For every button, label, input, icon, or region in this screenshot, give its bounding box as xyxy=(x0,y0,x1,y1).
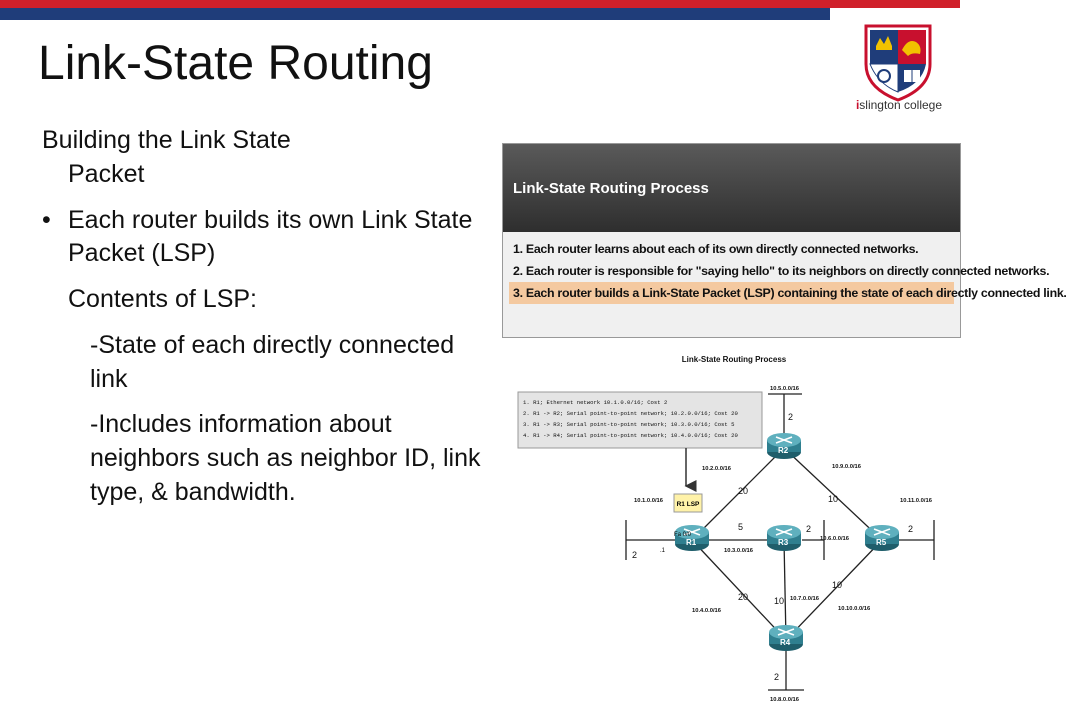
network-label: 10.8.0.0/16 xyxy=(770,697,800,703)
network-label: 10.7.0.0/16 xyxy=(790,596,820,602)
lsp-line: 4. R1 -> R4; Serial point-to-point netwo… xyxy=(523,432,738,439)
cost-label: 2 xyxy=(908,524,913,534)
lsp-box xyxy=(517,391,763,449)
contents-label: Contents of LSP: xyxy=(68,285,258,313)
svg-text:R4: R4 xyxy=(780,638,791,647)
slide-title: Link-State Routing xyxy=(38,37,433,90)
router-icon xyxy=(777,628,795,636)
top-banner xyxy=(0,0,960,22)
process-step: 2. Each router is responsible for "sayin… xyxy=(513,264,1050,278)
lsp-line: 3. R1 -> R3; Serial point-to-point netwo… xyxy=(523,421,734,428)
sub-item-neighbors: -Includes information about neighbors su… xyxy=(90,410,481,506)
crest-icon xyxy=(864,24,932,102)
lsp-tag: R1 LSP xyxy=(677,501,700,508)
svg-text:R3: R3 xyxy=(778,538,789,547)
router-icon xyxy=(775,528,793,536)
network-label: 10.4.0.0/16 xyxy=(692,608,722,614)
cost-label: 20 xyxy=(738,486,748,496)
process-step-highlighted: 3. Each router builds a Link-State Packe… xyxy=(509,282,1067,304)
cost-label: 2 xyxy=(774,672,779,682)
cost-label: 2 xyxy=(806,524,811,534)
cost-label: 2 xyxy=(632,550,637,560)
router-icon xyxy=(683,528,701,536)
svg-text:R1: R1 xyxy=(686,538,697,547)
lsp-line: 1. R1; Ethernet network 10.1.0.0/16; Cos… xyxy=(523,399,667,406)
network-label: 10.5.0.0/16 xyxy=(770,386,800,392)
lsp-line: 2. R1 -> R2; Serial point-to-point netwo… xyxy=(523,410,738,417)
slide-body: Building the Link State Packet • Each ro… xyxy=(42,124,482,522)
network-label: 10.9.0.0/16 xyxy=(832,464,862,470)
process-steps: 1. Each router learns about each of its … xyxy=(503,232,1067,304)
bullet-item: • Each router builds its own Link State … xyxy=(42,205,473,268)
cost-label: 10 xyxy=(828,494,838,504)
process-step: 1. Each router learns about each of its … xyxy=(513,242,919,256)
router-r5: R5 xyxy=(865,525,899,551)
college-logo: islington college xyxy=(838,24,958,124)
svg-text:R5: R5 xyxy=(876,538,887,547)
section-heading: Building the Link State Packet xyxy=(42,126,291,188)
router-r4: R4 xyxy=(769,625,803,651)
router-icon xyxy=(873,528,891,536)
sub-item-link-state: -State of each directly connected link xyxy=(90,330,455,393)
lsp-tag-box xyxy=(673,493,703,513)
cost-label: 2 xyxy=(788,412,793,422)
cost-label: 5 xyxy=(738,522,743,532)
process-box-title: Link-State Routing Process xyxy=(503,144,960,232)
router-r1: R1 xyxy=(675,525,709,551)
network-label: 10.11.0.0/16 xyxy=(900,498,933,504)
svg-text:R2: R2 xyxy=(778,446,789,455)
top-red-stripe xyxy=(0,0,960,8)
logo-wordmark: islington college xyxy=(855,98,943,112)
diagram-title: Link-State Routing Process xyxy=(682,355,787,364)
network-label: 10.1.0.0/16 xyxy=(634,498,664,504)
router-r2: R2 xyxy=(767,433,801,459)
top-blue-stripe xyxy=(0,8,830,20)
network-diagram: Link-State Routing Process 1. R1; Ethern… xyxy=(517,355,935,703)
cost-label: 20 xyxy=(738,592,748,602)
cost-label: 10 xyxy=(832,580,842,590)
bullet-dot-icon: • xyxy=(42,205,51,234)
cost-label: 10 xyxy=(774,596,784,606)
interface-address: .1 xyxy=(660,548,666,554)
router-r3: R3 xyxy=(767,525,801,551)
network-label: 10.3.0.0/16 xyxy=(724,548,754,554)
process-box: Link-State Routing Process 1. Each route… xyxy=(502,143,1067,338)
network-label: 10.10.0.0/16 xyxy=(838,606,871,612)
network-label: 10.2.0.0/16 xyxy=(702,466,732,472)
interface-label: Fa 0/0 xyxy=(674,532,692,538)
network-label: 10.6.0.0/16 xyxy=(820,536,850,542)
router-icon xyxy=(775,436,793,444)
